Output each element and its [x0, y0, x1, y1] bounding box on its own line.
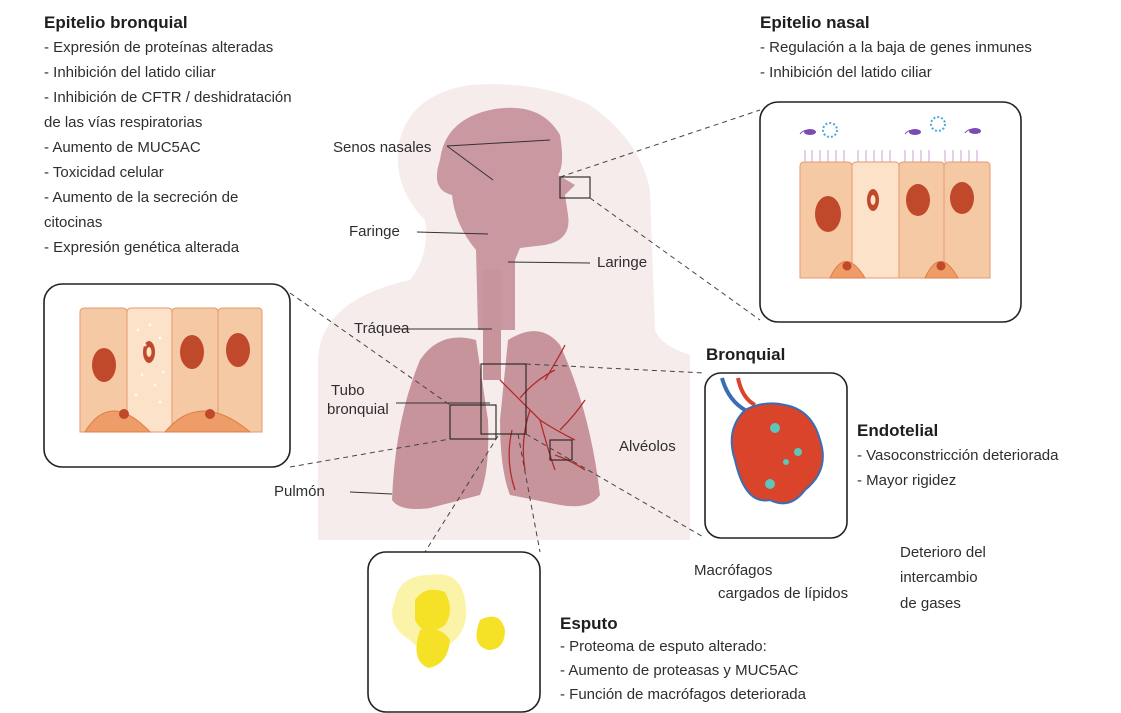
- note-macrofagos-line2: cargados de lípidos: [718, 584, 848, 603]
- label-traquea: Tráquea: [354, 319, 409, 338]
- list-item: - Regulación a la baja de genes inmunes: [760, 35, 1032, 60]
- list-item: - Proteoma de esputo alterado:: [560, 635, 806, 659]
- label-bronquial: bronquial: [327, 400, 389, 419]
- sputum-list: - Proteoma de esputo alterado: - Aumento…: [560, 635, 806, 707]
- bronchial-epithelium-panel: Epitelio bronquial - Expresión de proteí…: [44, 10, 292, 260]
- sputum-title: Esputo: [560, 612, 806, 635]
- label-senos-nasales: Senos nasales: [333, 138, 431, 157]
- bronchial-epithelium-title: Epitelio bronquial: [44, 10, 292, 35]
- note-deterioro-line3: de gases: [900, 594, 961, 613]
- nasal-epithelium-panel: Epitelio nasal - Regulación a la baja de…: [760, 10, 1032, 85]
- list-item: de las vías respiratorias: [44, 110, 292, 135]
- list-item: - Expresión de proteínas alteradas: [44, 35, 292, 60]
- bronquial-title: Bronquial: [706, 342, 785, 367]
- note-deterioro-line2: intercambio: [900, 568, 978, 587]
- list-item: - Mayor rigidez: [857, 468, 1059, 493]
- list-item: - Expresión genética alterada: [44, 235, 292, 260]
- bronchial-epithelium-cells: [80, 308, 262, 432]
- note-macrofagos-line1: Macrófagos: [694, 561, 772, 580]
- list-item: - Vasoconstricción deteriorada: [857, 443, 1059, 468]
- list-item: - Toxicidad celular: [44, 160, 292, 185]
- sputum-panel: Esputo - Proteoma de esputo alterado: - …: [560, 612, 806, 707]
- endothelial-list: - Vasoconstricción deteriorada - Mayor r…: [857, 443, 1059, 493]
- list-item: - Aumento de proteasas y MUC5AC: [560, 659, 806, 683]
- list-item: - Inhibición del latido ciliar: [760, 60, 1032, 85]
- list-item: - Aumento de MUC5AC: [44, 135, 292, 160]
- endothelial-title: Endotelial: [857, 418, 1059, 443]
- nasal-epithelium-title: Epitelio nasal: [760, 10, 1032, 35]
- label-faringe: Faringe: [349, 222, 400, 241]
- bronchial-epithelium-list: - Expresión de proteínas alteradas - Inh…: [44, 35, 292, 260]
- label-alveolos: Alvéolos: [619, 437, 676, 456]
- endothelial-panel: Endotelial - Vasoconstricción deteriorad…: [857, 418, 1059, 493]
- label-laringe: Laringe: [597, 253, 647, 272]
- nasal-epithelium-list: - Regulación a la baja de genes inmunes …: [760, 35, 1032, 85]
- label-tubo: Tubo: [331, 381, 365, 400]
- list-item: - Inhibición de CFTR / deshidratación: [44, 85, 292, 110]
- label-pulmon: Pulmón: [274, 482, 325, 501]
- note-deterioro-line1: Deterioro del: [900, 543, 986, 562]
- list-item: citocinas: [44, 210, 292, 235]
- list-item: - Función de macrófagos deteriorada: [560, 683, 806, 707]
- list-item: - Inhibición del latido ciliar: [44, 60, 292, 85]
- list-item: - Aumento de la secreción de: [44, 185, 292, 210]
